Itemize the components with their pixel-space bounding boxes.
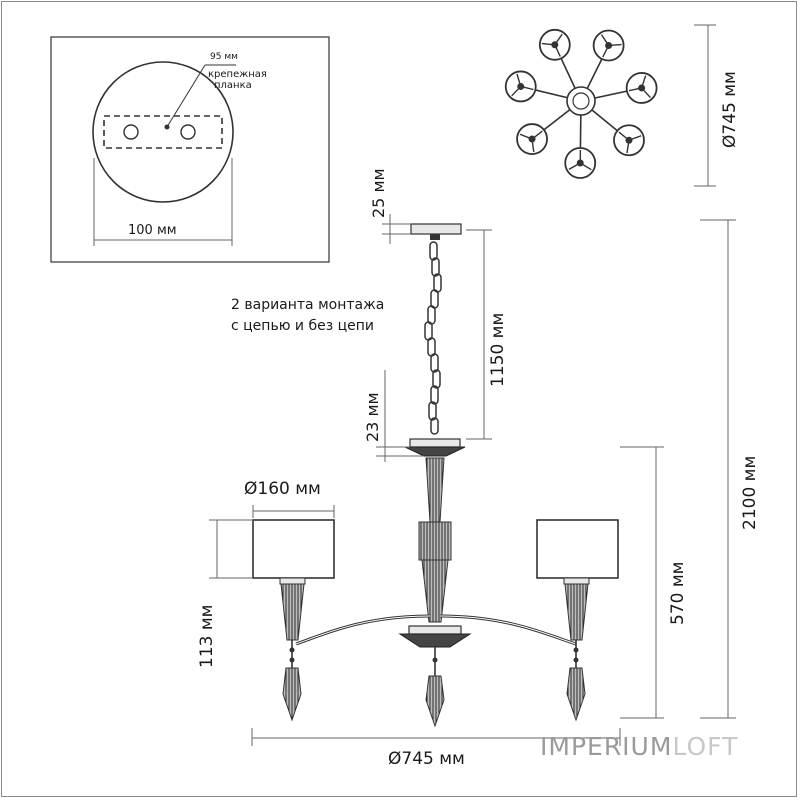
total-height-label: 2100 мм (740, 456, 760, 530)
column-middle-segment (418, 521, 452, 561)
column-lower-segment (421, 559, 449, 623)
total-diameter-label: Ø745 мм (388, 749, 465, 769)
plate-name-line2: планка (214, 80, 252, 91)
lower-cup-label: 23 мм (363, 392, 382, 442)
socket-cap-right (563, 577, 590, 585)
canopy-height-label: 25 мм (369, 168, 388, 218)
top-view-hub-inner (572, 92, 590, 110)
plate-width-label: 95 мм (210, 52, 238, 62)
ceiling-canopy (410, 223, 462, 235)
top-view-shade (516, 123, 548, 155)
upper-cup (404, 446, 466, 457)
chain (424, 241, 442, 435)
brand-watermark: IMPERIUMLOFT (540, 732, 738, 761)
chain-length-label: 1150 мм (488, 313, 508, 387)
socket-cap-left (279, 577, 306, 585)
drop-right (566, 667, 586, 722)
top-view-shade (613, 124, 645, 157)
top-view-shade (538, 28, 571, 61)
candle-cup-left (280, 583, 305, 641)
chandelier (252, 223, 619, 728)
top-view-shade (625, 72, 658, 104)
lower-bobeche (398, 633, 472, 648)
top-view-diameter-label: Ø745 мм (720, 71, 740, 148)
leader-line (166, 64, 206, 128)
mount-plate-panel: 95 мм крепежная планка 100 мм (50, 36, 330, 263)
canopy-circle (92, 61, 234, 203)
screw-hole-right (180, 124, 196, 140)
mounting-bracket (103, 115, 223, 149)
brand-part2: LOFT (672, 732, 739, 761)
shade-height-label: 113 мм (197, 604, 217, 668)
canopy-hook (430, 234, 440, 240)
column-upper-segment (425, 457, 445, 523)
shade-right (536, 519, 619, 579)
body-height-label: 570 мм (668, 561, 688, 625)
center-drop (425, 675, 445, 728)
screw-hole-left (123, 124, 139, 140)
shade-left (252, 519, 335, 579)
top-view-shade (504, 70, 537, 103)
plate-diameter-label: 100 мм (128, 223, 177, 238)
top-view-shade (564, 147, 597, 179)
drop-left (282, 667, 302, 722)
top-view-shade (592, 29, 625, 62)
shade-diameter-label: Ø160 мм (244, 479, 321, 499)
plate-name-line1: крепежная (208, 69, 267, 80)
brand-part1: IMPERIUM (540, 732, 673, 761)
mounting-note-line1: 2 варианта монтажа (231, 297, 384, 313)
mounting-note-line2: с цепью и без цепи (231, 318, 374, 334)
top-view (504, 28, 658, 179)
lower-bobeche-plate (408, 625, 462, 635)
candle-cup-right (564, 583, 589, 641)
upper-cup-plate (409, 438, 461, 448)
